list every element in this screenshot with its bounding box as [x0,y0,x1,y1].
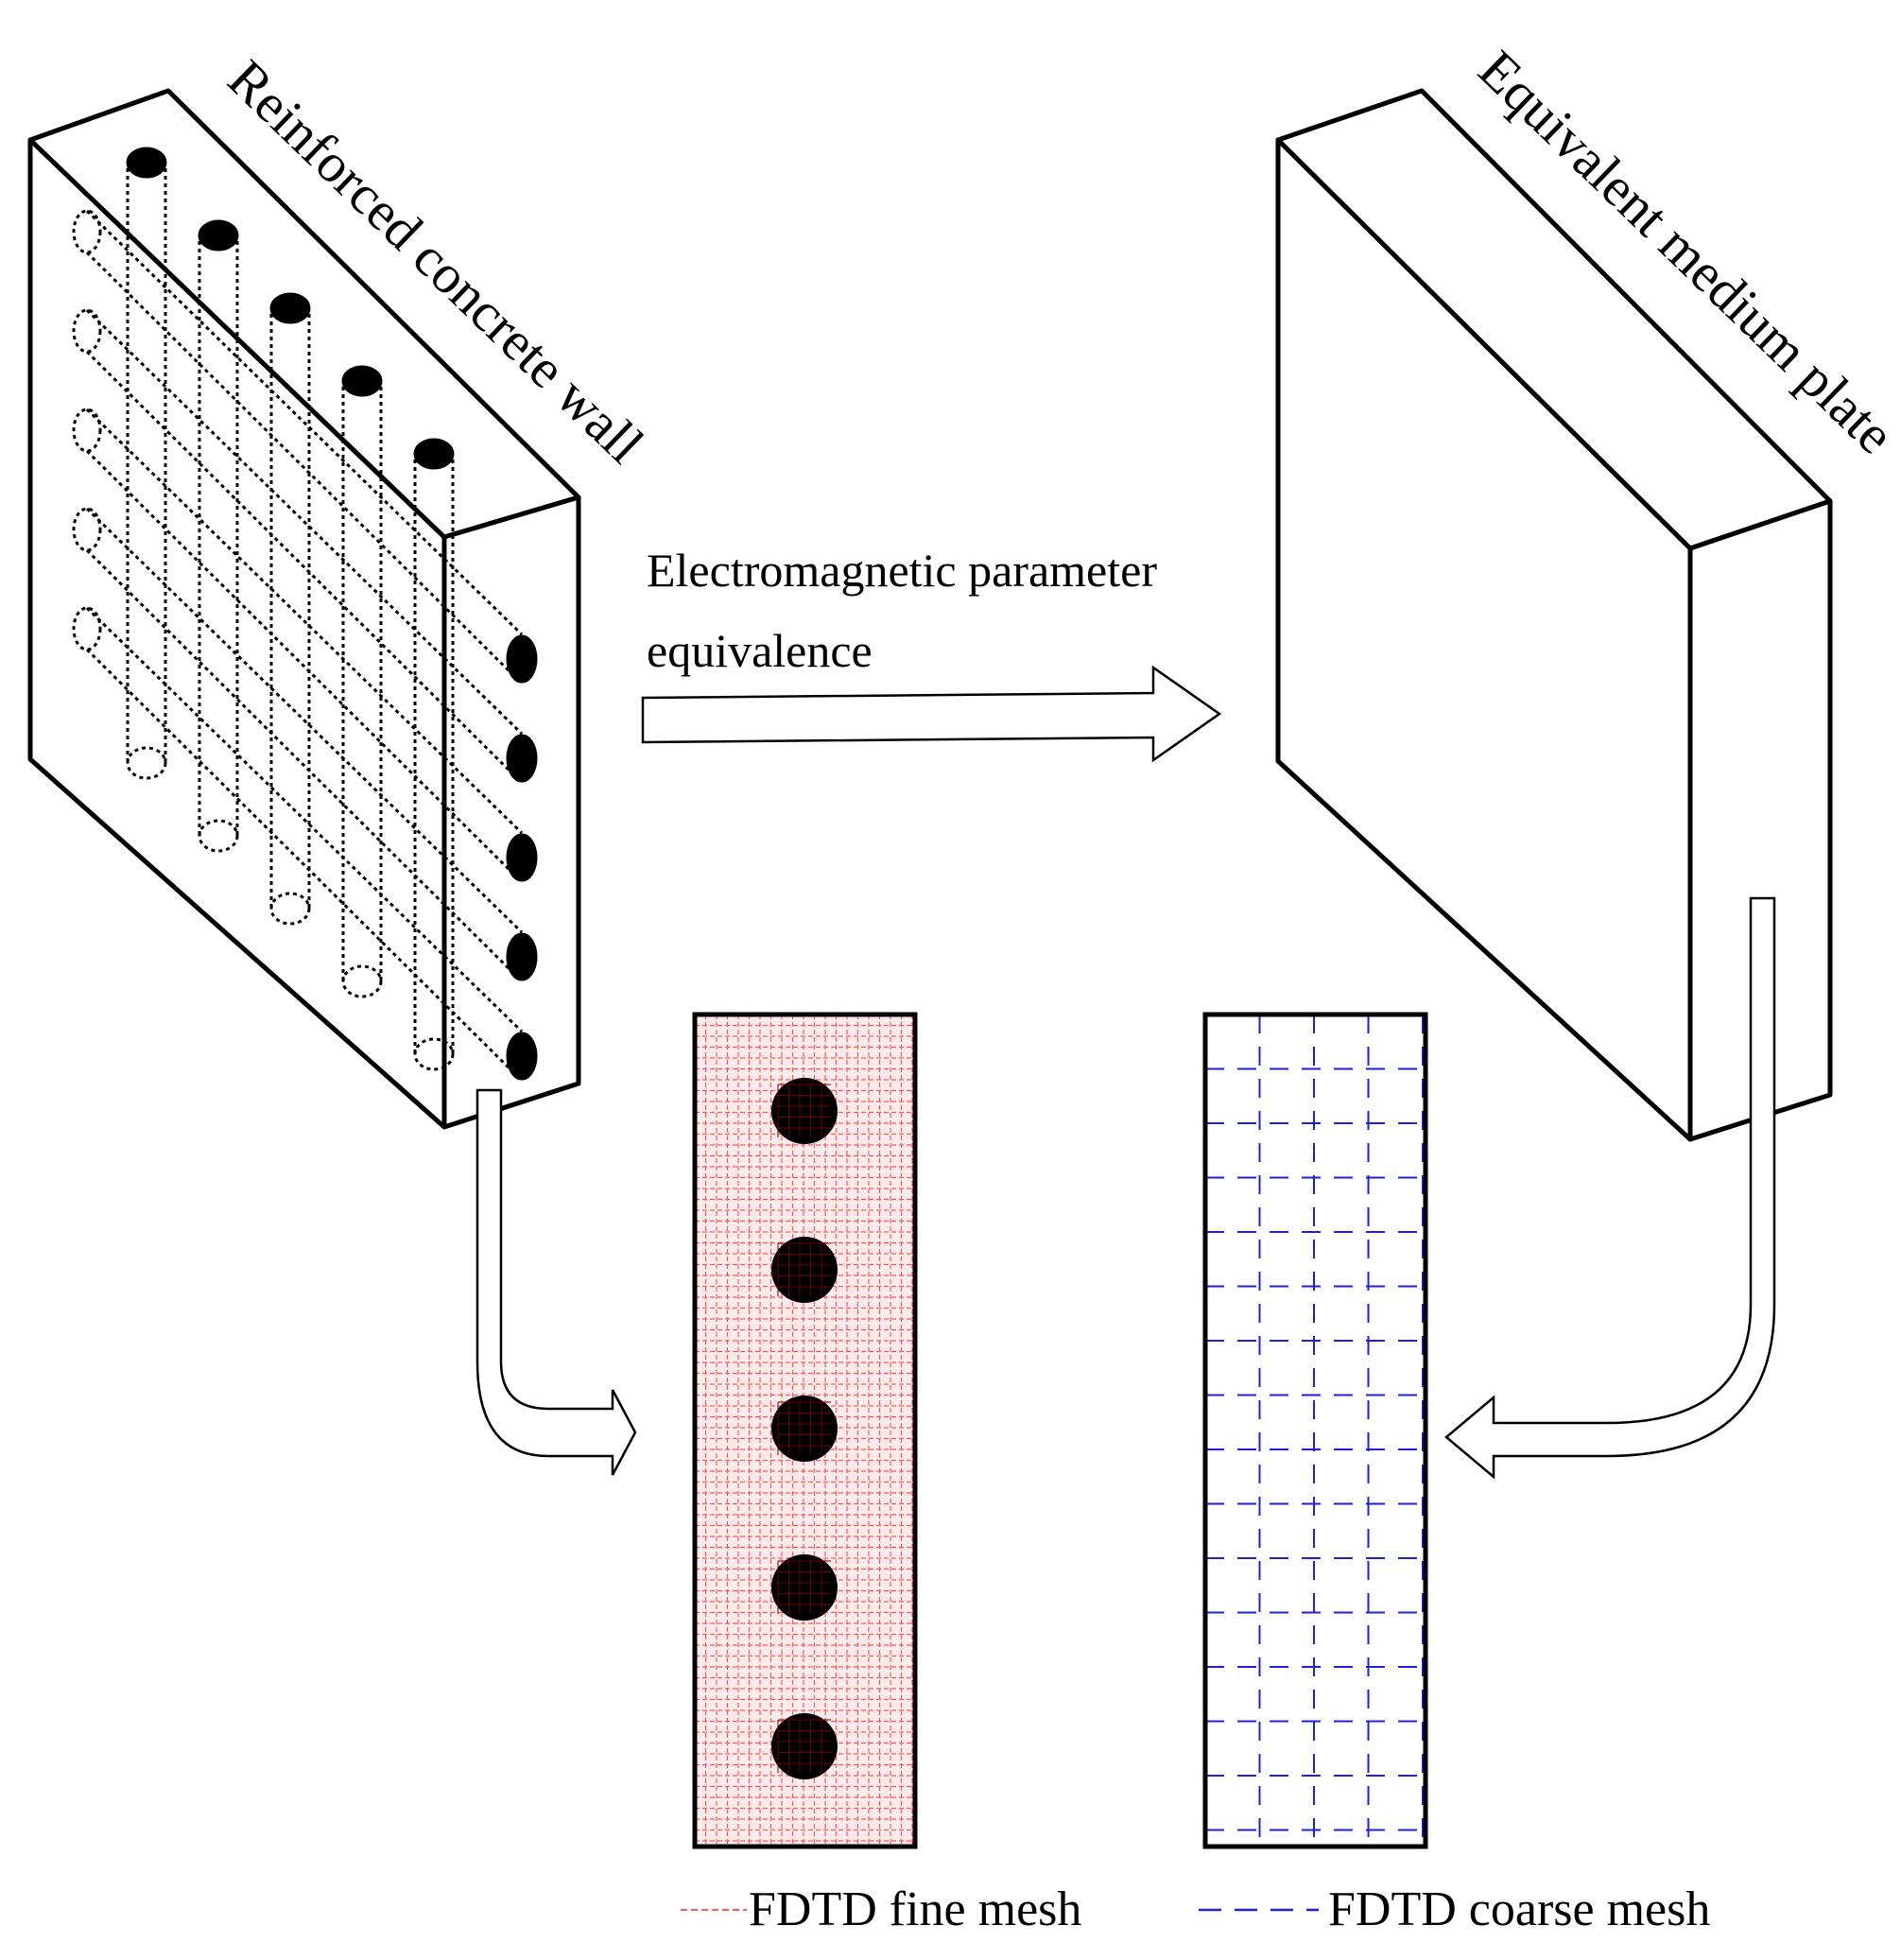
rebar-cross-sections [771,1078,838,1779]
horizontal-rebar-edge [85,350,524,785]
equivalence-arrow [641,665,1222,763]
horizontal-rebar-edge [85,408,524,835]
fine-mesh-panel [692,1012,918,1849]
horizontal-rebar-end [506,734,538,783]
horizontal-rebar-end [506,932,538,981]
coarse-mesh-background [1205,1015,1426,1847]
vertical-rebar-top [341,365,383,397]
vertical-rebar-bottom [198,819,239,853]
horizontal-rebar-edge [85,548,524,983]
horizontal-rebar-left [72,209,102,254]
rebar-cross-section [771,1713,838,1779]
vertical-rebar-top [269,292,311,324]
horizontal-rebar-end [506,833,538,882]
horizontal-rebar-edge [85,648,524,1083]
reinforced-concrete-wall [27,88,581,1130]
rebar-ends [126,147,538,1081]
vertical-rebar-top [413,438,455,470]
legend-fine-label: FDTD fine mesh [749,1882,1081,1936]
coarse-mesh-panel [1202,1012,1428,1849]
horizontal-rebar-left [72,408,102,453]
horizontal-rebar-edge [85,251,524,685]
horizontal-rebar-left [72,308,102,354]
legend-coarse-label: FDTD coarse mesh [1328,1882,1710,1936]
rebar-cross-section [771,1237,838,1303]
horizontal-rebar-end [506,1032,538,1081]
vertical-rebar-bottom [126,746,167,780]
plate-to-coarse-mesh-arrow [1444,896,1776,1480]
vertical-rebar-top [198,219,239,252]
rebar-cross-section [771,1396,838,1462]
equivalent-medium-plate [1275,88,1833,1142]
horizontal-rebar-edge [85,507,524,934]
equivalence-label-line1: Electromagnetic parameter [647,544,1157,597]
wall-to-fine-mesh-arrow [475,1088,637,1476]
vertical-rebar-bottom [413,1037,455,1071]
vertical-rebar-bottom [341,964,383,998]
horizontal-rebar-left [72,606,102,651]
horizontal-rebar-edge [85,308,524,736]
horizontal-rebar-left [72,507,102,552]
rebar-cross-section [771,1554,838,1621]
horizontal-rebar-end [506,634,538,684]
fine-mesh-border [692,1012,918,1849]
vertical-rebar-top [126,147,167,179]
hidden-rebars [72,168,524,1083]
vertical-rebar-bottom [269,892,311,926]
coarse-mesh-border [1202,1012,1428,1849]
wall-side-face [441,494,581,1130]
equivalence-label-line2: equivalence [647,624,873,677]
horizontal-rebar-edge [85,449,524,884]
coarse-mesh-grid [1205,1015,1426,1847]
legend: FDTD fine mesh FDTD coarse mesh [681,1882,1710,1936]
horizontal-rebar-edge [85,606,524,1033]
plate-side-face [1687,498,1833,1142]
horizontal-rebar-edge [85,209,524,636]
rebar-cross-section [771,1078,838,1144]
